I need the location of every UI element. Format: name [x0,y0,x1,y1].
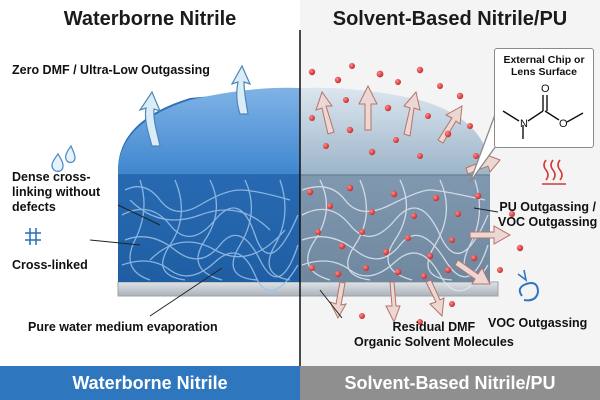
waterborne-film-block [118,87,300,292]
substrate-base [117,281,499,297]
bottom-bar-right: Solvent-Based Nitrile/PU [300,366,600,400]
dmf-molecule-structure: N O O [502,83,584,139]
surface-callout-box: External Chip or Lens Surface N O O [494,48,594,148]
molecule-atom-o-carbonyl: O [541,83,550,95]
residual-dmf-line2: Organic Solvent Molecules [354,335,514,349]
molecule-atom-n: N [520,118,528,130]
crosslink-grid-icon [25,228,41,245]
voc-particles [306,63,524,325]
callout-title-line1: External Chip or [503,54,585,66]
pu-outgassing-line2: VOC Outgassing [498,215,598,229]
evaporation-arrows-left [138,64,252,147]
bottom-bar-left: Waterborne Nitrile [0,366,300,400]
swirl-icon [517,269,540,302]
heat-wave-icon [542,159,566,185]
polymer-network-left [121,179,299,292]
callout-title: External Chip or Lens Surface [495,54,593,78]
voc-arrows-right [315,84,512,324]
callout-title-line2: Lens Surface [511,66,577,78]
water-drops-icon [51,144,76,173]
pu-outgassing-label: PU Outgassing / VOC Outgassing [498,200,597,230]
right-panel-title: Solvent-Based Nitrile/PU [332,8,568,30]
crosslinked-label: Cross-linked [12,258,88,272]
pu-outgassing-line1: PU Outgassing / [499,200,596,214]
molecule-atom-o-ether: O [559,118,568,130]
zero-dmf-label: Zero DMF / Ultra-Low Outgassing [12,63,210,77]
dense-crosslinking-label: Dense cross-linking without defects [12,170,101,214]
voc-outgassing-label: VOC Outgassing [488,316,588,330]
pure-water-label: Pure water medium evaporation [28,320,218,334]
left-panel-title: Waterborne Nitrile [63,8,237,30]
residual-dmf-label: Residual DMF Organic Solvent Molecules [354,320,514,350]
residual-dmf-line1: Residual DMF [392,320,476,334]
leader-lines [89,204,499,319]
